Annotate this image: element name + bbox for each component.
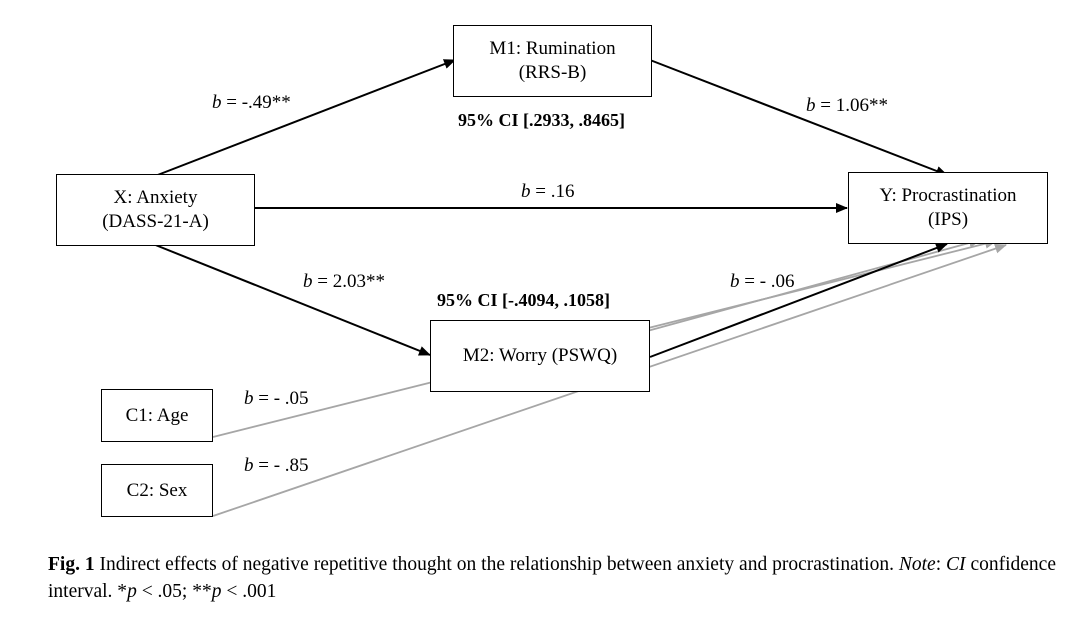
caption-text1: Indirect effects of negative repetitive … <box>94 554 899 575</box>
ci-m1: 95% CI [.2933, .8465] <box>458 110 625 130</box>
label-x-y-b: b <box>521 181 531 202</box>
node-y-procrastination: Y: Procrastination (IPS) <box>848 172 1048 244</box>
label-m2-y-value: = - .06 <box>739 271 795 292</box>
label-m1-y: b = 1.06** <box>806 95 888 117</box>
label-m2-y: b = - .06 <box>730 271 795 293</box>
node-c1-line1: C1: Age <box>125 404 189 426</box>
caption-text4: < .05; ** <box>136 581 212 602</box>
node-c2-sex: C2: Sex <box>101 464 213 517</box>
label-c2-value: = - .85 <box>253 455 309 476</box>
caption-text2: : <box>935 554 947 575</box>
node-x-anxiety: X: Anxiety (DASS-21-A) <box>56 174 255 246</box>
m1-to-y-path <box>649 59 948 176</box>
caption-p2: p <box>211 581 222 602</box>
label-x-m1-value: = -.49** <box>221 92 291 113</box>
label-x-m2-b: b <box>303 271 313 292</box>
node-m2-line1: M2: Worry (PSWQ) <box>462 345 618 366</box>
node-x-line2: (DASS-21-A) <box>102 211 209 232</box>
label-c1: b = - .05 <box>244 388 309 410</box>
label-c1-value: = - .05 <box>253 388 309 409</box>
label-x-y: b = .16 <box>521 181 574 203</box>
caption-text5: < .001 <box>221 581 277 602</box>
caption-ci-abbr: CI <box>946 554 966 575</box>
node-y-line1: Y: Procrastination <box>879 185 1017 206</box>
label-x-m2-value: = 2.03** <box>312 271 385 292</box>
x-to-m1-path <box>154 59 456 177</box>
node-m1-line2: (RRS-B) <box>518 62 587 83</box>
node-x-line1: X: Anxiety <box>113 187 198 208</box>
node-c2-line1: C2: Sex <box>126 479 188 501</box>
caption-fig-label: Fig. 1 <box>48 554 95 575</box>
node-m1-line1: M1: Rumination <box>489 38 616 59</box>
caption-text3: confidence interval. * <box>48 554 1056 602</box>
label-c2-b: b <box>244 455 254 476</box>
label-x-m1: b = -.49** <box>212 92 291 114</box>
label-m1-y-b: b <box>806 95 816 116</box>
node-m2-worry: M2: Worry (PSWQ) <box>430 320 650 392</box>
m2-to-y-path <box>649 243 948 358</box>
node-y-line2: (IPS) <box>927 209 969 230</box>
label-x-m1-b: b <box>212 92 222 113</box>
ci-m2: 95% CI [-.4094, .1058] <box>437 290 610 310</box>
label-x-y-value: = .16 <box>530 181 575 202</box>
caption-note: Note <box>898 554 936 575</box>
m2-to-y-gray-path <box>639 238 981 334</box>
caption-p1: p <box>127 581 137 602</box>
x-to-m2-path <box>152 243 431 356</box>
node-c1-age: C1: Age <box>101 389 213 442</box>
node-m1-rumination: M1: Rumination (RRS-B) <box>453 25 652 97</box>
label-c2: b = - .85 <box>244 455 309 477</box>
label-x-m2: b = 2.03** <box>303 271 385 293</box>
figure-caption: Fig. 1 Indirect effects of negative repe… <box>48 551 1056 605</box>
label-c1-b: b <box>244 388 254 409</box>
label-m2-y-b: b <box>730 271 740 292</box>
label-m1-y-value: = 1.06** <box>815 95 888 116</box>
